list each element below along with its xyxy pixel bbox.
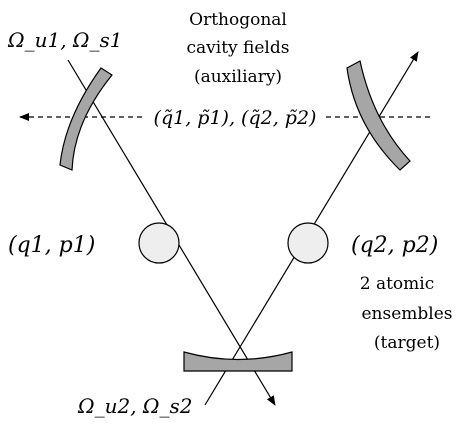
label-orthogonal-3: (auxiliary) <box>194 67 282 87</box>
label-aux-quadratures: (q̃1, p̃1), (q̃2, p̃2) <box>154 107 317 129</box>
mirror-top-left <box>59 67 113 171</box>
atomic-ensemble-left <box>138 222 180 264</box>
label-orthogonal-2: cavity fields <box>187 38 290 58</box>
mirror-bottom <box>183 351 293 372</box>
label-right-ensemble: (q2, p2) <box>351 233 438 258</box>
label-orthogonal-1: Orthogonal <box>189 10 287 30</box>
aux-label-background <box>144 103 326 131</box>
label-ensembles-3: (target) <box>374 333 440 353</box>
label-ensembles-1: 2 atomic <box>360 274 435 294</box>
label-left-ensemble: (q1, p1) <box>8 233 95 258</box>
mirror-top-right <box>346 60 411 171</box>
label-ensembles-2: ensembles <box>361 304 452 324</box>
atomic-ensemble-right <box>287 222 329 264</box>
label-bottom-fields: Ω_u2, Ω_s2 <box>77 394 192 418</box>
label-top-left-fields: Ω_u1, Ω_s1 <box>7 28 122 52</box>
